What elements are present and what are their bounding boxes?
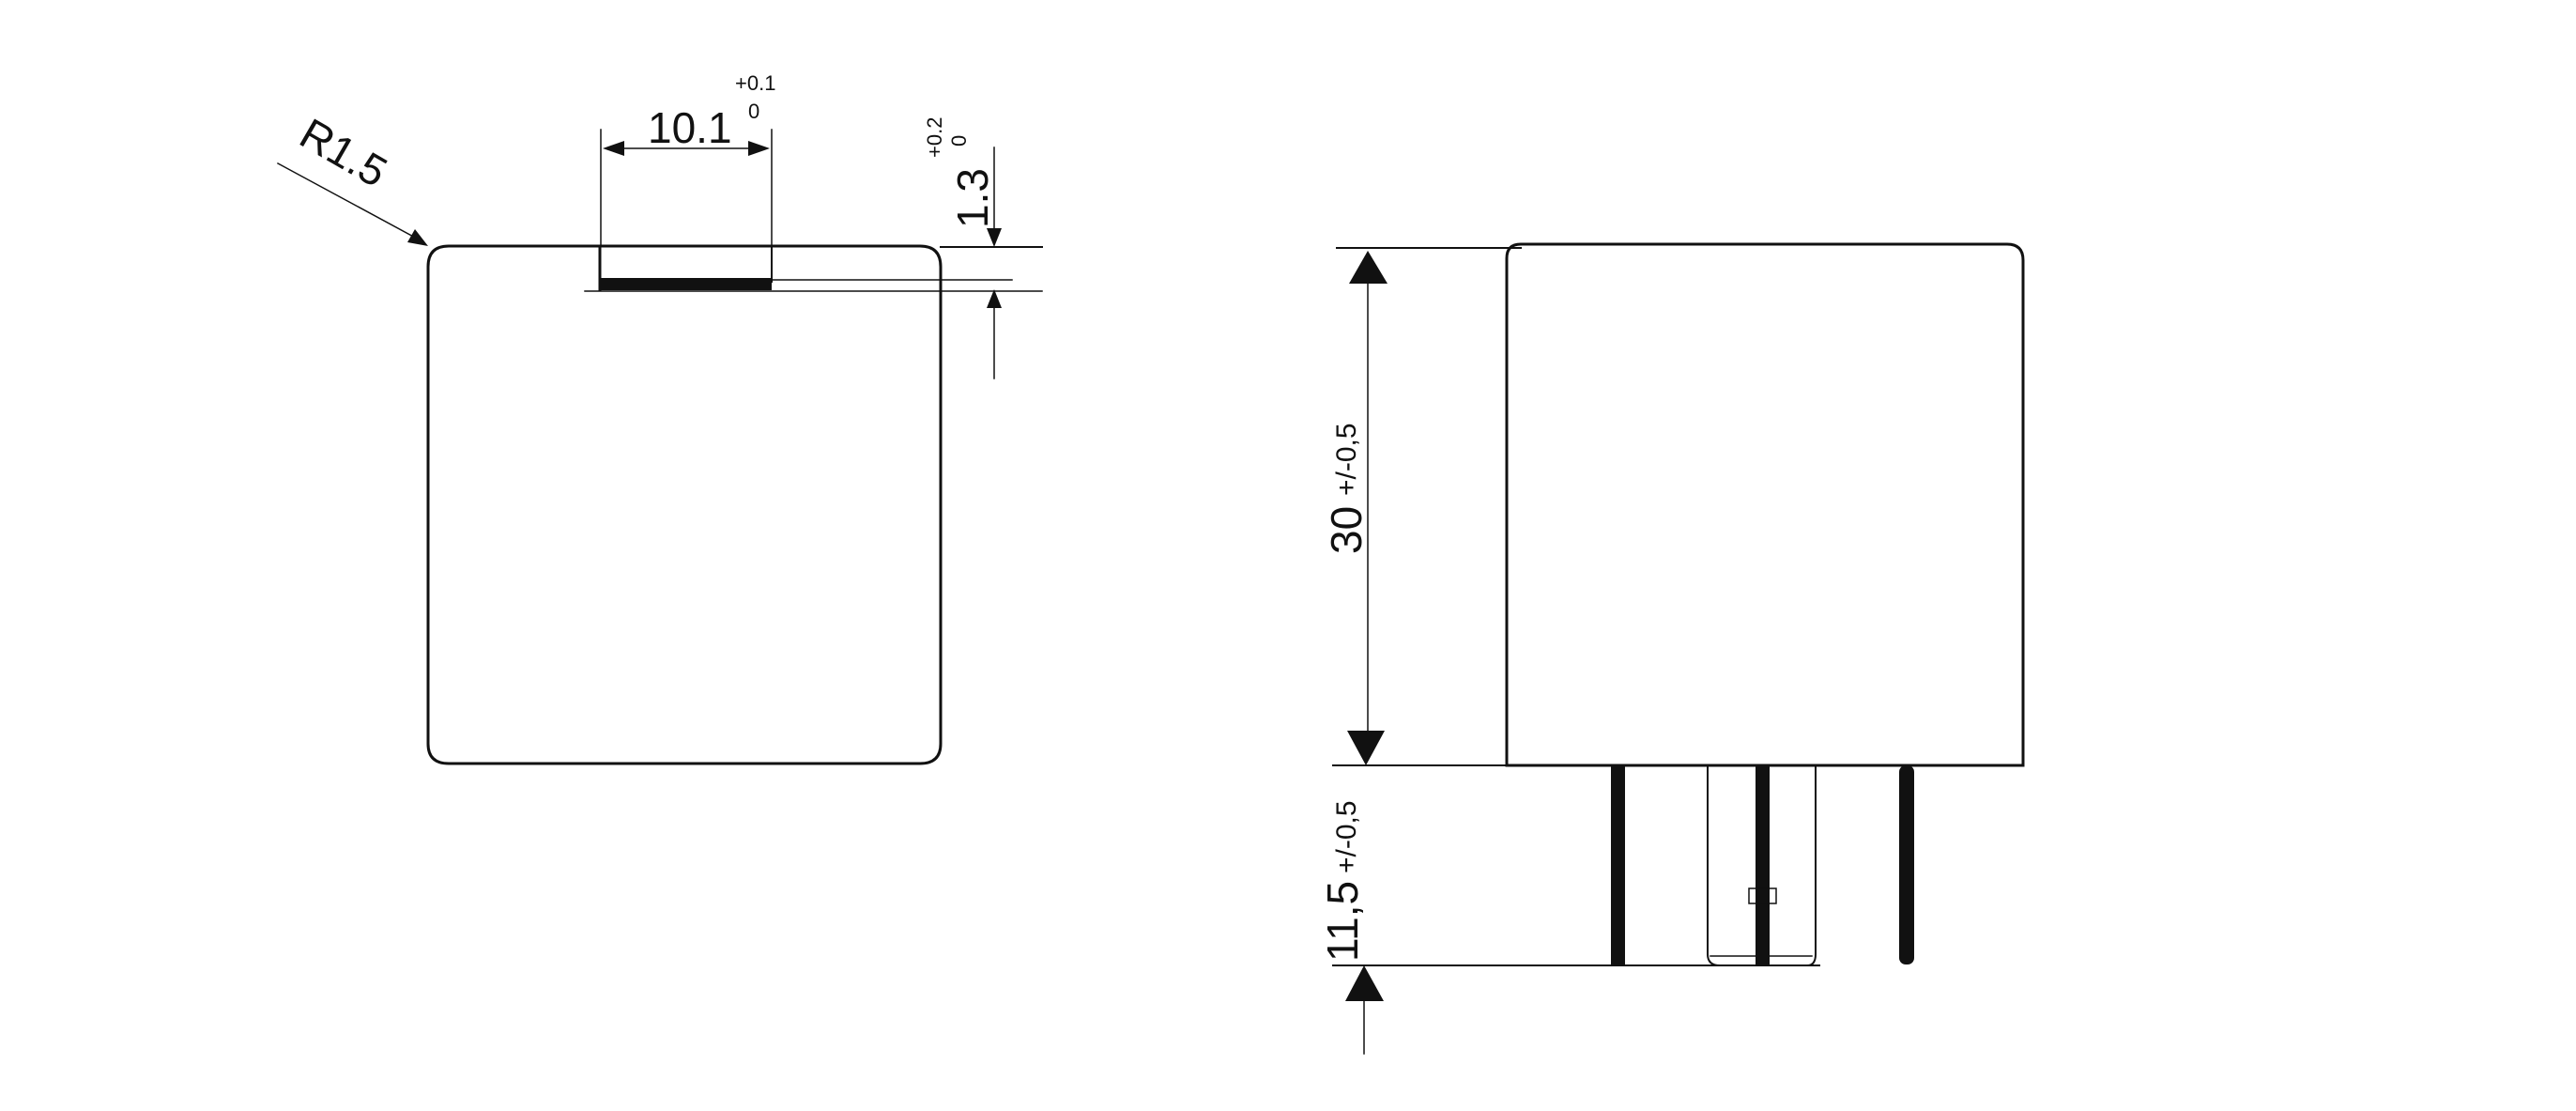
slot-bottom-bar [600, 278, 772, 290]
pin-1 [1611, 765, 1625, 965]
radius-arrow-icon [407, 229, 428, 246]
slot-depth-value: 1.3 [948, 168, 997, 228]
top-view-outline [426, 244, 943, 765]
radius-leader-line [276, 162, 421, 241]
pin-length-arrow-up-icon [1345, 965, 1384, 1001]
radius-label: R1.5 [292, 109, 395, 197]
top-view [276, 129, 1043, 765]
side-view [1332, 242, 2025, 1055]
height-tolerance: +/-0,5 [1331, 423, 1362, 496]
slot-depth-tol-lower: 0 [947, 135, 971, 147]
depth-arrow-up-icon [987, 289, 1002, 308]
height-arrow-down-icon [1347, 731, 1385, 765]
side-view-outline [1505, 242, 2025, 767]
slot-width-tol-upper: +0.1 [735, 71, 775, 95]
pin-length-tolerance: +/-0,5 [1331, 800, 1362, 873]
slot-width-tol-lower: 0 [748, 100, 759, 123]
slot-depth-tol-upper: +0.2 [923, 117, 946, 158]
height-value: 30 [1322, 506, 1371, 554]
width-arrow-right-icon [748, 141, 770, 156]
pin-length-value: 11,5 [1318, 881, 1367, 962]
pin-2-lug [1748, 887, 1777, 904]
pin-2 [1756, 765, 1770, 965]
height-arrow-up-icon [1349, 251, 1388, 284]
depth-arrow-down-icon [987, 228, 1002, 247]
pin-3 [1899, 765, 1914, 964]
width-arrow-left-icon [603, 141, 624, 156]
slot-width-value: 10.1 [648, 103, 732, 152]
